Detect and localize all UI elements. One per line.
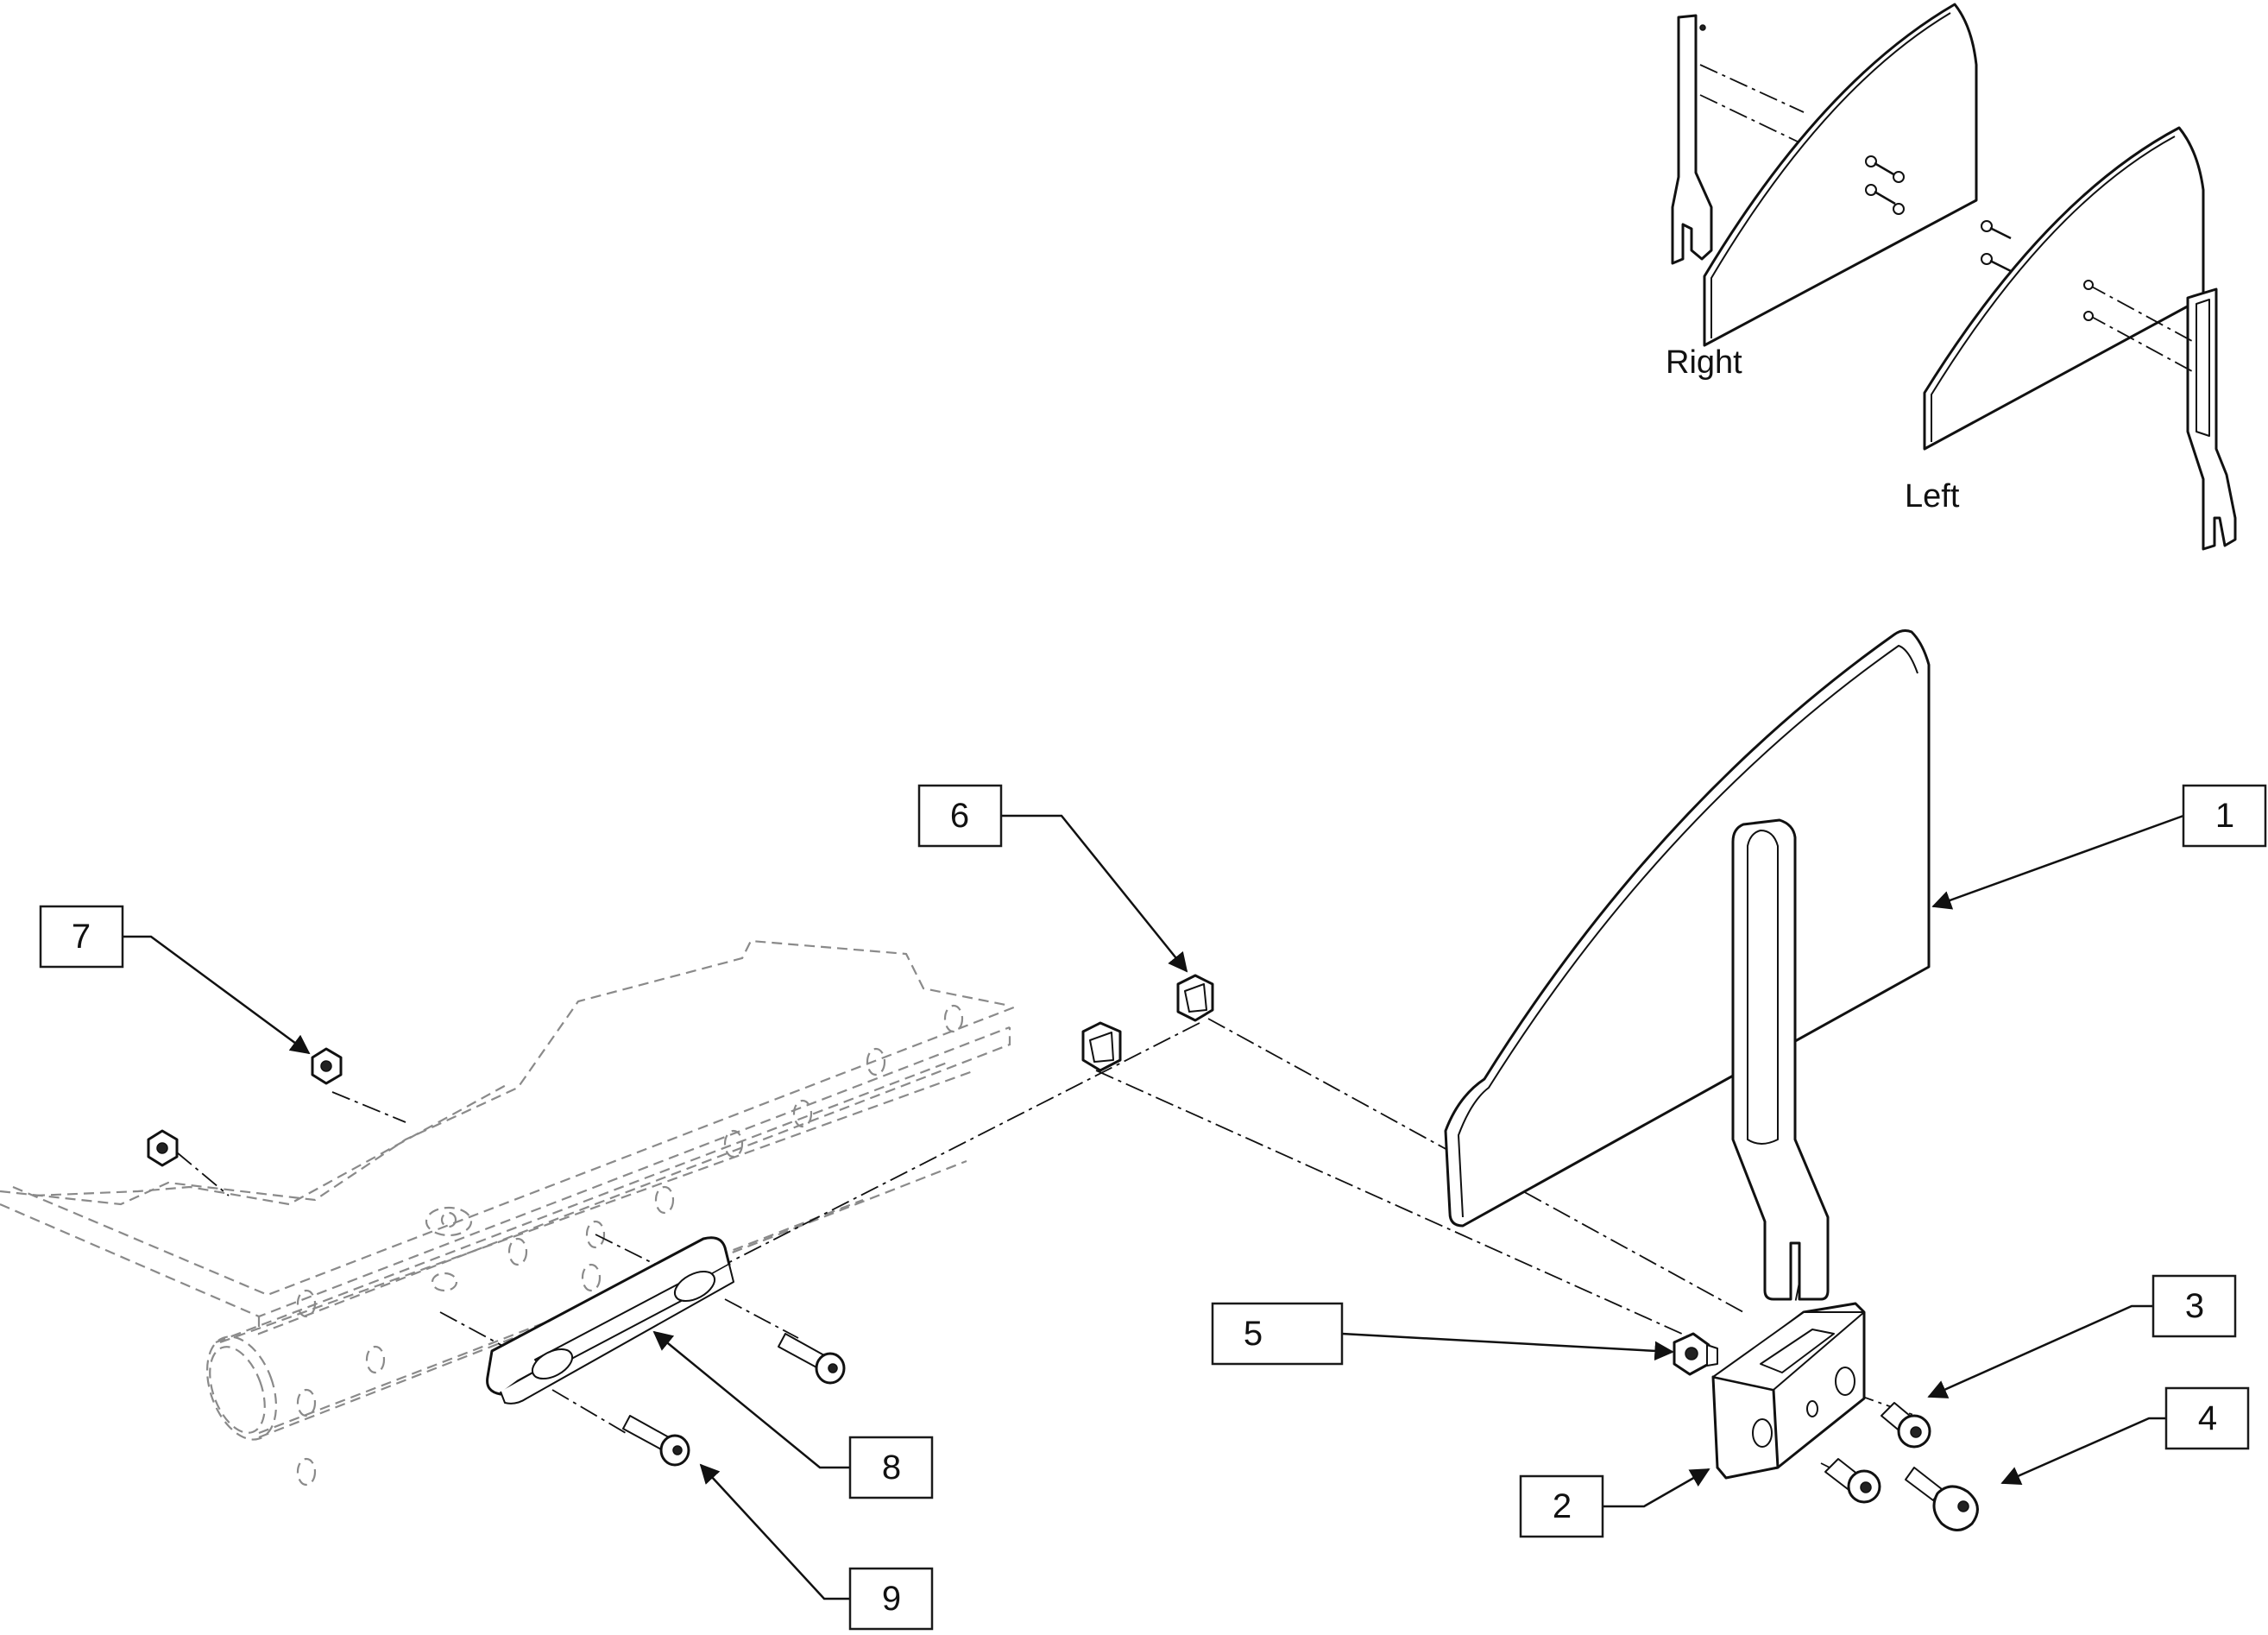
callout-1: 1 [2182,784,2267,848]
part-1-bracket [1731,818,1830,1301]
part-6-t-nuts [1081,974,1214,1072]
part-9-button-screws [622,1333,846,1467]
callout-7-number: 7 [72,918,91,956]
inset-left-label: Left [1905,478,1960,514]
callout-8-number: 8 [882,1449,901,1487]
inset-right-label: Right [1666,344,1742,381]
part-2-clamp-block [1711,1302,1866,1480]
inset-right-assembly: Right [1666,3,1978,381]
callout-6: 6 [917,784,1003,848]
callout-4-number: 4 [2198,1399,2217,1437]
callout-3: 3 [2151,1274,2237,1338]
callout-8: 8 [848,1436,934,1499]
callout-9: 9 [848,1567,934,1631]
inset-right-screws [1865,155,1905,215]
part-7-nuts [147,1047,343,1167]
callout-1-number: 1 [2215,797,2234,835]
part-1-side-guard [1444,629,1931,1228]
inset-left-assembly: Left [1905,126,2237,551]
part-8-mount-plate [486,1236,734,1405]
callout-4: 4 [2164,1386,2250,1450]
callout-9-number: 9 [882,1580,901,1618]
callout-3-number: 3 [2185,1287,2204,1325]
callout-2-number: 2 [1553,1487,1572,1525]
part-4-knob-screw [1905,1467,1979,1531]
inset-left-screws [1981,220,2094,321]
callout-5: 5 [1211,1302,1344,1366]
callout-2: 2 [1519,1474,1604,1538]
part-5-nut [1673,1332,1718,1376]
frame-holes [296,1004,964,1487]
part-3-socket-screws [1824,1402,1931,1504]
callout-7: 7 [39,905,124,969]
callout-6-number: 6 [950,797,969,835]
callout-5-number: 5 [1244,1315,1263,1353]
leader-lines [123,814,2184,1600]
